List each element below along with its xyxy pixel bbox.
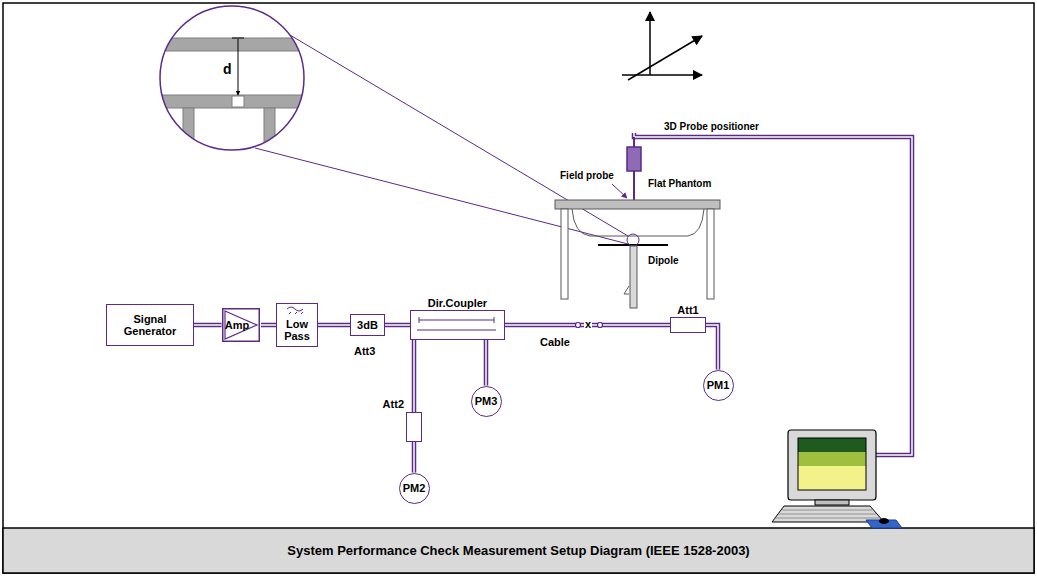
screen-band [798,452,866,466]
connector-outer [385,323,410,328]
positioner-cable [634,133,912,455]
phantom-bottom [150,38,320,51]
double-line-connector [261,325,277,326]
screen-band [798,466,866,490]
node-label: PM1 [707,379,730,391]
dipole-focus [627,234,639,246]
coupler-box: Dir.Coupler [410,310,505,340]
double-line-connector [414,340,415,412]
dipole-balun [624,286,629,294]
monitor-stand [815,500,849,505]
dimension-line [238,39,239,95]
node-label: Amp [225,319,249,331]
connector-inner [261,324,277,326]
positioner-cable [634,133,912,455]
part-label: d [223,62,232,77]
connector-inner [413,340,415,412]
part-label: Dipole [648,255,679,266]
connector-outer [318,323,350,328]
table-leg [707,209,714,299]
axis-z [649,12,651,75]
part-label: 3D Probe positioner [664,121,759,132]
connector-inner [485,340,487,386]
connector-inner [413,442,415,473]
mouse [879,518,889,524]
double-line-connector [414,442,415,473]
screen-band [798,438,866,452]
attenuator-box: Att2 [406,412,422,442]
phantom-tray [572,209,704,236]
double-line-connector [318,325,350,326]
monitor [788,430,876,500]
node-label: Low Pass [277,318,317,342]
amplifier-triangle [225,311,257,339]
connector-inner [706,325,718,370]
double-line-connector [486,340,487,386]
dimension-tick [232,38,244,39]
connector-inner [318,324,350,326]
attenuator-box: 3dB [350,314,385,336]
instrument-box: Signal Generator [106,304,194,346]
dipole-arm [150,95,320,108]
coupler-line [417,317,496,330]
connector-inner [385,324,410,326]
connector-outer [484,340,489,386]
node-label: PM2 [403,482,426,494]
connector-outer [412,340,417,412]
frame [3,3,1034,573]
key-row [778,514,876,515]
amplifier-border [222,309,259,342]
power-meter: PM2 [399,473,430,504]
connector-outer [261,323,277,328]
phantom-top [555,200,720,209]
part-label: Cable [540,336,570,348]
power-meter: PM3 [471,386,502,417]
node-label: Dir.Coupler [428,297,487,309]
attenuator-box: Att1 [670,317,706,333]
part-label: Flat Phantom [648,178,711,189]
field-probe [627,147,641,171]
node-label: 3dB [357,319,378,331]
leader-line [612,184,627,198]
table-leg [561,209,568,299]
part-label: Att3 [354,345,375,357]
part-label: x [584,318,592,330]
axis-x [622,74,702,76]
connector-inner [194,324,222,326]
dipole-feed [630,246,637,308]
power-meter: PM1 [703,370,734,401]
screen [798,438,866,490]
key-row [782,510,872,511]
double-line-connector [385,325,410,326]
key-row [774,518,880,519]
connector-outer [412,442,417,473]
zoom-circle [160,6,304,150]
node-label: Signal Generator [107,313,193,337]
keyboard-keys [774,510,880,518]
cable-connector [576,323,581,328]
cable-connector [598,323,603,328]
amplifier-box: Amp [222,308,261,342]
node-label: PM3 [475,395,498,407]
caption-band [3,528,1034,573]
part-label: Field probe [560,170,614,181]
node-label: Att1 [677,304,698,316]
axis-y [628,36,702,80]
figure-caption: System Performance Check Measurement Set… [3,528,1034,573]
filter-wave [287,307,303,314]
node-label: Att2 [383,398,404,410]
feed-gap [232,96,244,107]
connector-outer [706,325,718,370]
coupler-symbol [411,311,504,339]
double-line-connector [194,325,222,326]
connector-outer [194,323,222,328]
zoom-detail [150,38,320,158]
zoom-leader [255,148,628,244]
filter-box: Low Pass [276,303,318,347]
double-line-connector [706,325,718,370]
